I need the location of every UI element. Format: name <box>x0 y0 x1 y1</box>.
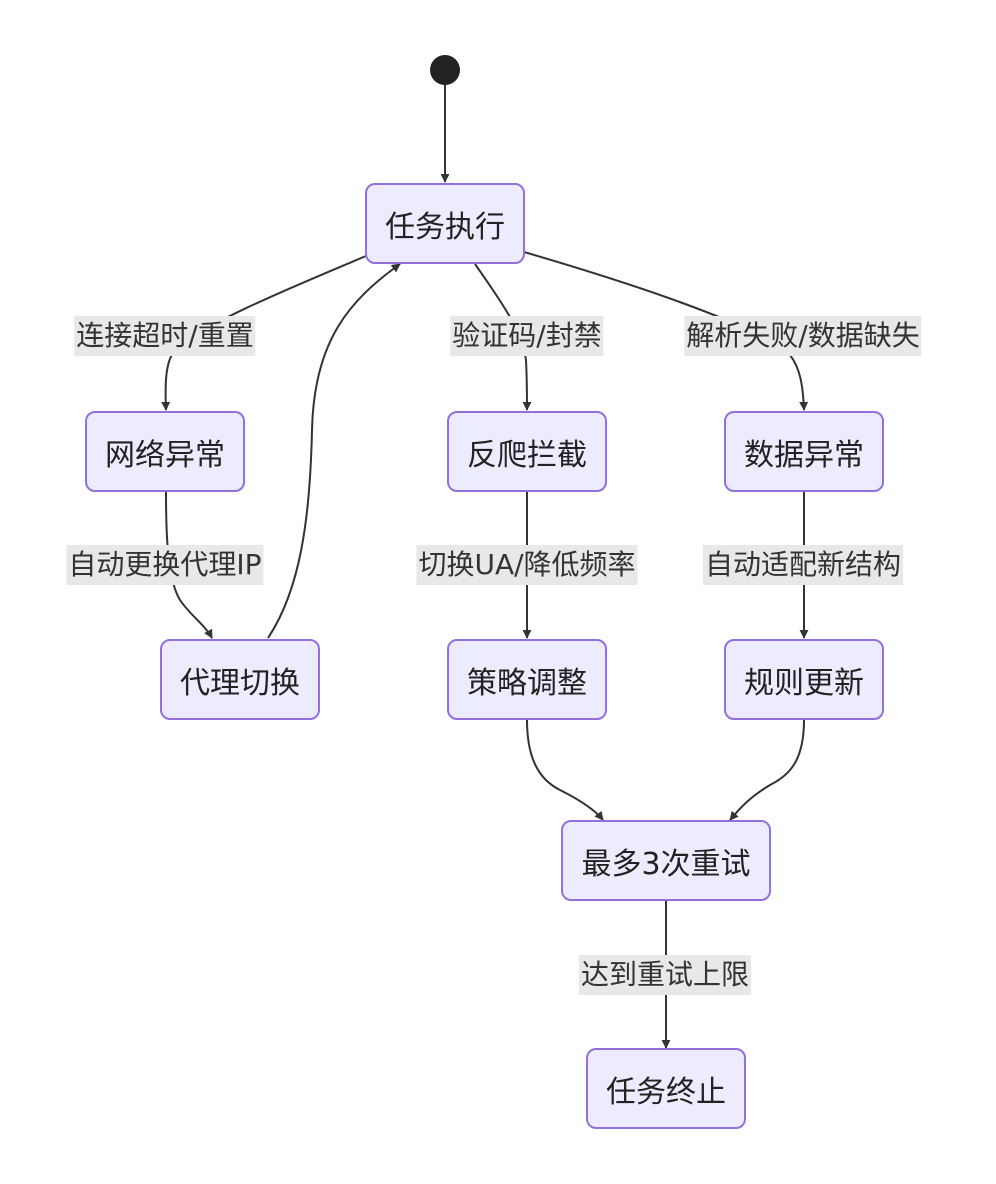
edge-proxy-switch-to-task-exec <box>267 263 401 639</box>
edge-label-timeout-reset: 连接超时/重置 <box>74 316 256 356</box>
node-task-end: 任务终止 <box>586 1048 746 1129</box>
node-strategy-adjust: 策略调整 <box>447 639 607 720</box>
node-proxy-switch: 代理切换 <box>160 639 320 720</box>
start-state-dot <box>430 55 460 85</box>
edge-label-parse-fail: 解析失败/数据缺失 <box>684 316 922 356</box>
edge-strategy-adjust-to-retry <box>526 719 604 821</box>
node-retry: 最多3次重试 <box>561 820 771 901</box>
node-rule-update: 规则更新 <box>724 639 884 720</box>
node-data-error: 数据异常 <box>724 411 884 492</box>
edge-net-error-to-proxy-switch <box>165 491 213 639</box>
node-net-error: 网络异常 <box>85 411 245 492</box>
node-anti-crawl: 反爬拦截 <box>447 411 607 492</box>
edge-label-switch-ua: 切换UA/降低频率 <box>416 545 638 585</box>
edge-label-auto-proxy: 自动更换代理IP <box>66 545 264 585</box>
edge-label-auto-adapt: 自动适配新结构 <box>702 545 904 585</box>
edge-label-retry-limit: 达到重试上限 <box>578 955 752 995</box>
edge-label-captcha-ban: 验证码/封禁 <box>450 316 604 356</box>
edge-rule-update-to-retry <box>729 719 805 821</box>
node-task-exec: 任务执行 <box>365 183 525 264</box>
